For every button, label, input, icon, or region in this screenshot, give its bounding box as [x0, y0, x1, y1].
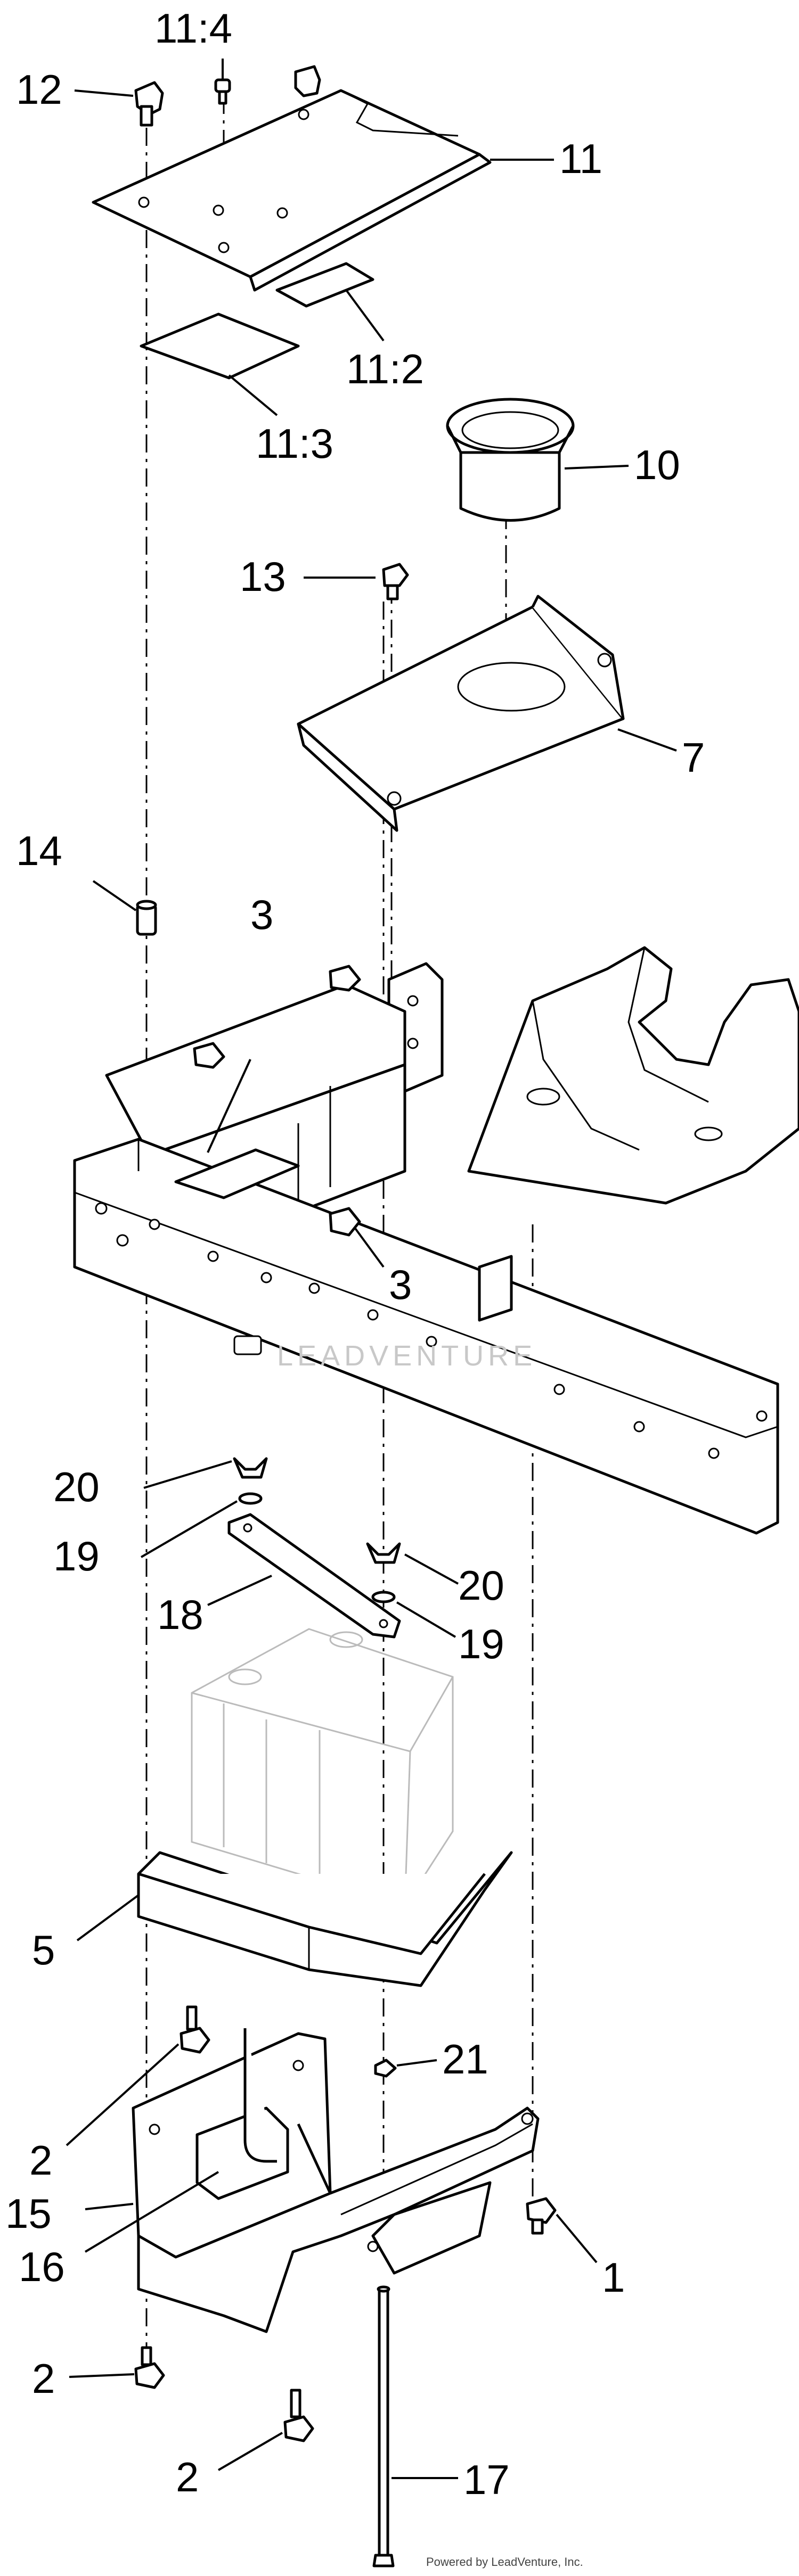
rod-17: [372, 2285, 395, 2567]
washer-19-right: [371, 1591, 396, 1603]
callout-2-lower-center: 2: [176, 2454, 199, 2500]
knob-12: [134, 81, 164, 127]
credit-text: Powered by LeadVenture, Inc.: [426, 2555, 583, 2569]
knob-12-b: [294, 65, 321, 97]
bolt-1: [526, 2197, 557, 2235]
watermark: LEADVENTURE: [277, 1340, 536, 1372]
bracket-7: [297, 595, 625, 832]
callout-labels: 12 11:4 11 11:2 11:3 10 13 7 14 3 3 20 1…: [5, 5, 705, 2503]
callout-5: 5: [32, 1927, 55, 1973]
callout-2-lower-left: 2: [32, 2355, 55, 2402]
flange-nut-3-top: [329, 965, 361, 992]
j-bolt-16: [243, 2028, 277, 2163]
callout-7: 7: [682, 734, 705, 781]
cup-holder-10: [446, 398, 575, 522]
leader-lines: [66, 59, 677, 2479]
callout-20-right: 20: [458, 1562, 504, 1609]
callout-1: 1: [602, 2254, 625, 2301]
callout-14: 14: [16, 827, 62, 874]
callout-11-3: 11:3: [256, 420, 333, 467]
bolt-2-lower-left: [134, 2346, 165, 2389]
battery: [191, 1628, 454, 1907]
battery-tray-5: [137, 1851, 513, 1987]
callout-20-left: 20: [53, 1463, 100, 1510]
callout-3-center: 3: [389, 1261, 412, 1308]
callout-16: 16: [19, 2243, 65, 2290]
bolt-2-upper: [180, 2005, 210, 2054]
flange-nut-3-left: [193, 1042, 225, 1069]
hold-down-strap-18: [227, 1513, 401, 1639]
callout-13: 13: [240, 553, 286, 600]
callout-11-2: 11:2: [346, 345, 424, 392]
callout-17: 17: [463, 2456, 510, 2503]
screw-11-4: [214, 78, 231, 105]
wing-nut-20-right: [366, 1542, 401, 1564]
callout-11-4: 11:4: [154, 5, 232, 52]
callout-11: 11: [559, 135, 602, 182]
callout-19-right: 19: [458, 1620, 504, 1667]
nut-21: [374, 2059, 397, 2078]
lower-bracket-15: [132, 2032, 540, 2333]
main-frame: [73, 946, 799, 1535]
callout-18: 18: [157, 1591, 203, 1638]
decal-11-3: [140, 312, 300, 380]
callout-21: 21: [442, 2036, 488, 2083]
decal-11-2: [275, 262, 374, 308]
spacer-14: [136, 900, 157, 936]
bolt-13: [382, 563, 409, 600]
callout-15: 15: [5, 2190, 52, 2237]
wing-nut-20-left: [233, 1457, 268, 1479]
top-cover-plate: [92, 89, 492, 292]
bolt-2-lower-center: [283, 2389, 314, 2442]
callout-10: 10: [634, 441, 680, 488]
callout-12: 12: [16, 66, 62, 113]
callout-19-left: 19: [53, 1533, 100, 1579]
callout-3-upper: 3: [250, 891, 273, 938]
callout-2-upper: 2: [29, 2137, 52, 2184]
washer-19-left: [238, 1492, 263, 1505]
